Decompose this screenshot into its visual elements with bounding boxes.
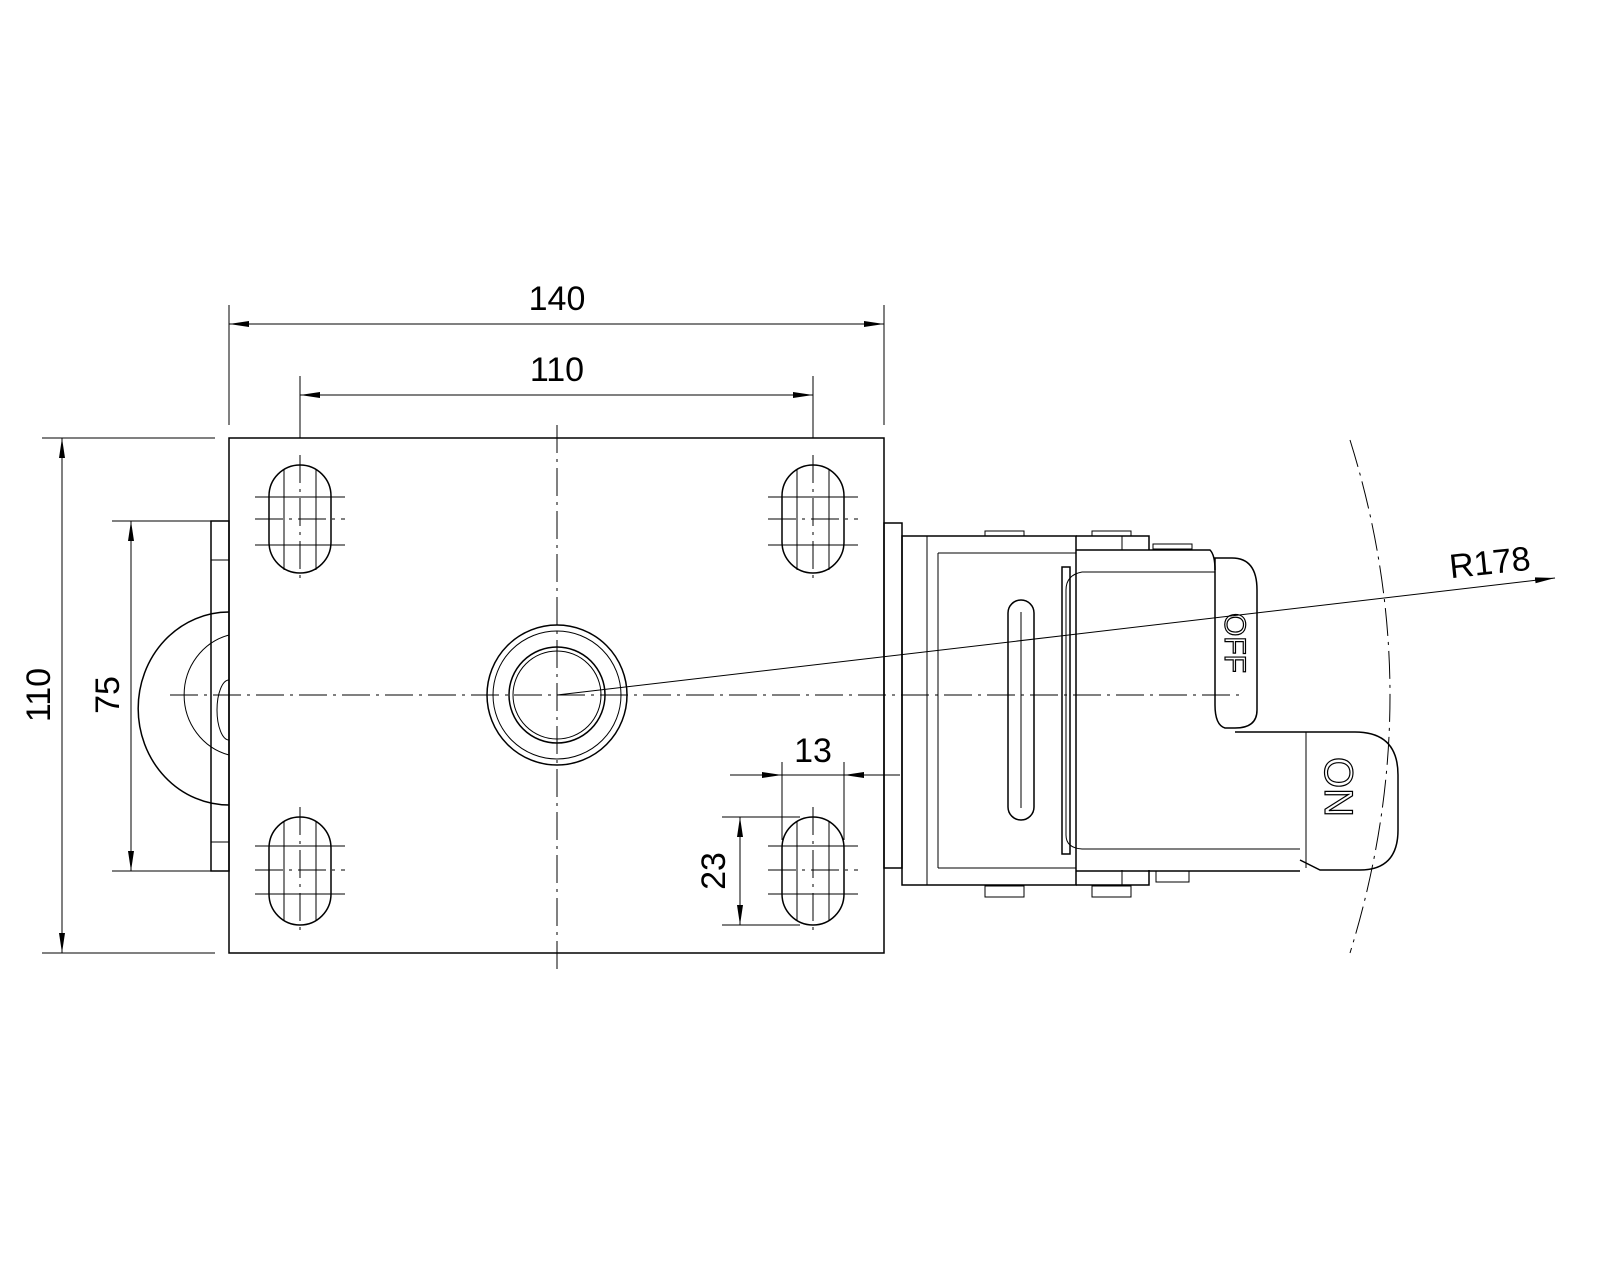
kingpin-hole (486, 624, 628, 766)
mounting-slots (255, 455, 858, 935)
brake-lever (1061, 549, 1300, 872)
slot-bottom-left (255, 807, 345, 935)
brake-pedal-on: ON (1235, 731, 1399, 871)
on-label: ON (1316, 757, 1360, 817)
dim-overall-height: 110 (20, 668, 58, 722)
brake-pedal-off: OFF (1214, 557, 1258, 729)
swivel-radius: R178 (556, 439, 1556, 954)
wheel-fork-side (137, 520, 230, 872)
slot-top-left (255, 455, 345, 583)
dim-hole-spacing-x: 110 (530, 351, 584, 389)
dim-slot-width: 13 (794, 732, 832, 770)
dim-hole-spacing-y: 75 (89, 676, 127, 714)
dim-radius: R178 (1447, 540, 1532, 586)
dim-slot-length: 23 (695, 852, 733, 890)
dim-overall-width: 140 (529, 280, 586, 318)
brake-slot (1007, 599, 1035, 821)
slot-top-right (768, 455, 858, 583)
bolts (984, 530, 1193, 898)
off-label: OFF (1218, 613, 1251, 673)
brake-assembly: OFF ON (883, 522, 1399, 898)
dimension-lines: 140 110 110 75 13 23 (20, 280, 900, 954)
slot-bottom-right (768, 807, 858, 935)
